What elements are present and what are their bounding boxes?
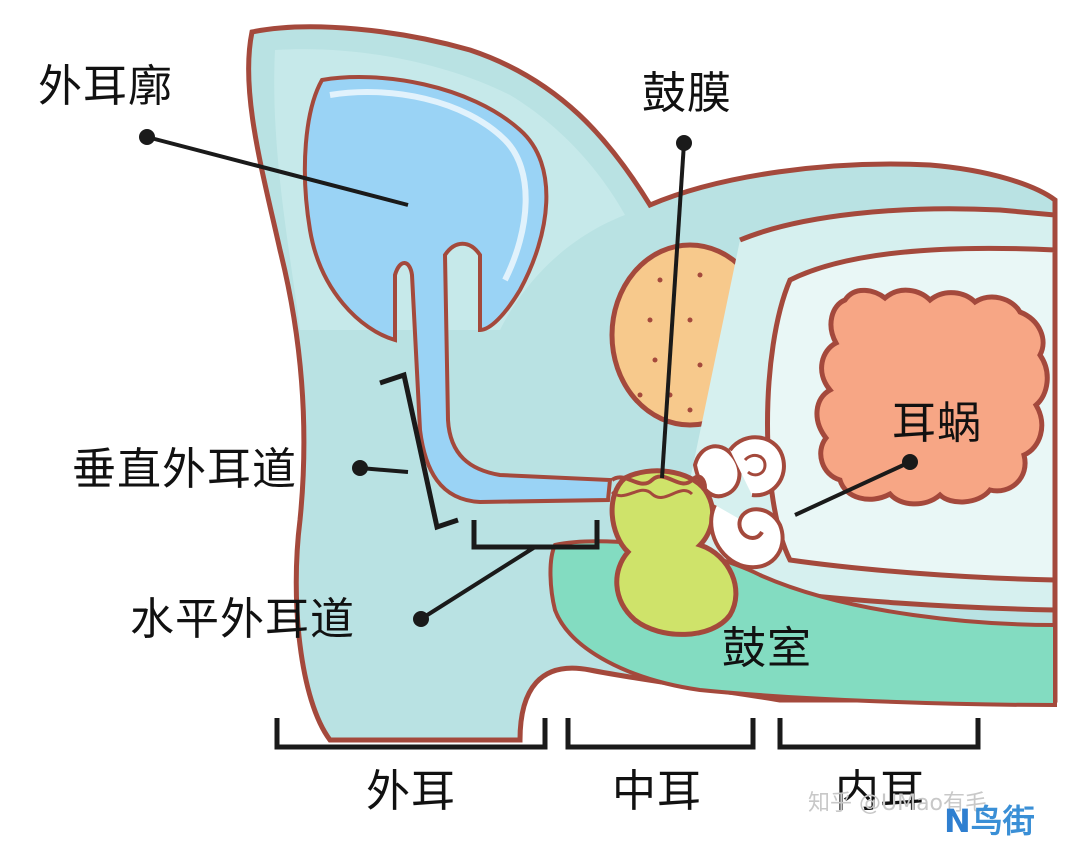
pinna-inner-line: [329, 89, 529, 282]
horizontal-canal-bracket: [471, 520, 600, 550]
label-vertical-canal: 垂直外耳道: [72, 444, 297, 495]
logo-text: 鸟街: [970, 802, 1035, 840]
label-inner-ear: 内耳: [835, 766, 925, 817]
watermark: 知乎 @UMao有毛: [808, 791, 988, 816]
pinna-canal: [302, 75, 613, 505]
middle-ear-bracket: [565, 718, 756, 750]
vertical-canal-bracket: [379, 371, 459, 531]
site-logo: N鸟街: [944, 796, 1035, 841]
label-cochlea: 耳蜗: [892, 398, 982, 449]
ossicles: [692, 435, 786, 570]
cochlea: [814, 287, 1050, 507]
label-horizontal-canal: 水平外耳道: [130, 594, 355, 645]
label-pinna: 外耳廓: [38, 61, 173, 112]
label-outer-ear: 外耳: [366, 766, 456, 817]
eardrum-membrane: [610, 474, 707, 489]
logo-letter: N: [944, 802, 971, 840]
leader-lines: [139, 129, 918, 627]
label-tympanic-cavity: 鼓室: [722, 623, 812, 674]
label-eardrum: 鼓膜: [642, 68, 732, 119]
label-middle-ear: 中耳: [612, 766, 702, 817]
outer-ear-bracket: [274, 718, 548, 750]
inner-ear-bracket: [777, 718, 981, 750]
